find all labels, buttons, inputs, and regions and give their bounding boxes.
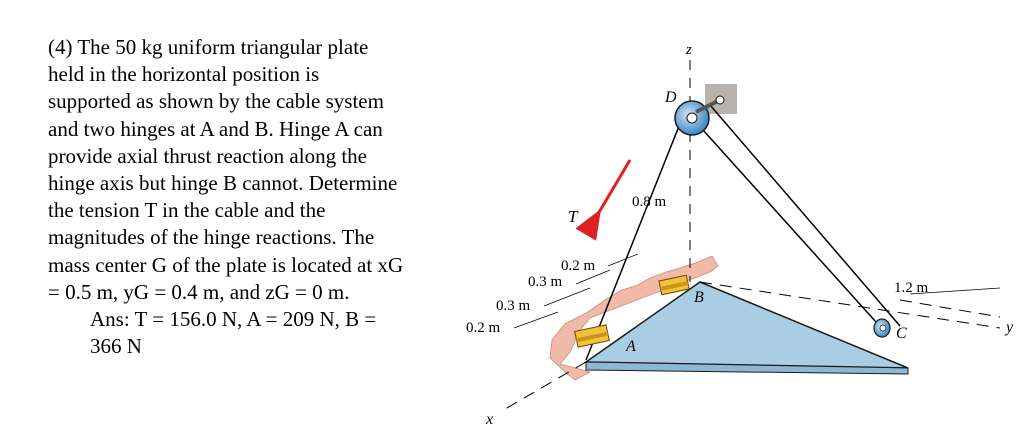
problem-line-4: and two hinges at A and B. Hinge A can <box>48 116 383 141</box>
label-y: y <box>1004 319 1014 336</box>
label-c: C <box>896 325 907 342</box>
problem-line-2: held in the horizontal position is <box>48 62 320 87</box>
pulley-c-hub <box>879 324 887 332</box>
pulley-d-hub <box>686 112 698 124</box>
plate-edge-dash <box>899 299 1001 318</box>
label-b: B <box>694 289 704 306</box>
answer-line-2: 366 N <box>90 334 142 359</box>
plate-figure: z D T 0.8 m 0.2 m 0.3 m 0.3 m 0.2 m 1.2 … <box>466 42 1014 428</box>
tension-arrow <box>575 159 632 241</box>
wall-surface <box>549 255 719 381</box>
answer-line-1: Ans: T = 156.0 N, A = 209 N, B = <box>90 307 377 332</box>
problem-line-5: provide axial thrust reaction along the <box>48 143 367 168</box>
problem-line-10: = 0.5 m, yG = 0.4 m, and zG = 0 m. <box>48 279 350 304</box>
pulley-d-axle-end <box>715 95 725 105</box>
dim-tick-2 <box>575 269 611 285</box>
label-d: D <box>664 89 677 106</box>
hinge-a <box>574 324 610 348</box>
label-0-3m-a: 0.3 m <box>528 274 563 290</box>
x-axis-dash <box>499 361 587 413</box>
label-x: x <box>485 411 493 428</box>
problem-line-8: magnitudes of the hinge reactions. The <box>48 225 375 250</box>
label-1-2m: 1.2 m <box>894 280 929 296</box>
problem-statement: (4) The 50 kg uniform triangular plate h… <box>48 34 468 360</box>
label-z: z <box>685 42 692 58</box>
problem-line-3: supported as shown by the cable system <box>48 89 384 114</box>
label-0-8m: 0.8 m <box>632 194 667 210</box>
problem-line-7: the tension T in the cable and the <box>48 198 326 223</box>
cable-left <box>585 115 684 361</box>
problem-line-9: mass center G of the plate is located at… <box>48 252 404 277</box>
cable-right-inner <box>702 129 886 333</box>
dim-tick-4 <box>513 311 559 329</box>
label-t: T <box>568 207 579 226</box>
hinge-b <box>658 274 690 296</box>
cable-right-outer <box>709 104 901 327</box>
dim-1-2m-line <box>909 287 1001 295</box>
label-a: A <box>625 338 636 355</box>
problem-line-1: (4) The 50 kg uniform triangular plate <box>48 35 369 59</box>
label-0-3m-b: 0.3 m <box>496 298 531 314</box>
dim-tick-3 <box>543 287 591 307</box>
label-0-2m-top: 0.2 m <box>561 258 596 274</box>
plate-edge <box>585 361 909 375</box>
label-0-2m-bottom: 0.2 m <box>466 320 501 336</box>
problem-line-6: hinge axis but hinge B cannot. Determine <box>48 171 398 196</box>
dim-tick-top <box>607 253 639 267</box>
y-axis-dash <box>699 281 1001 329</box>
